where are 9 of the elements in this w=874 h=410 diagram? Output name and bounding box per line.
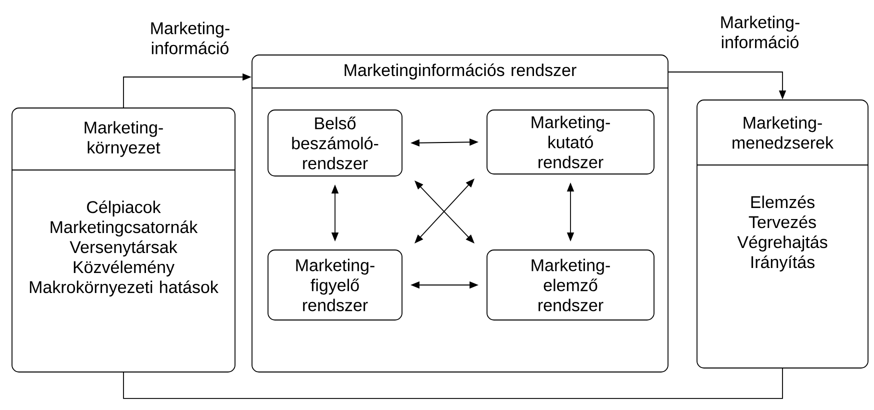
- edge-label: Marketing- információ: [151, 22, 230, 54]
- system-box: Marketing- menedzserek Elemzés Tervezés Végrehajtás Irányítás: [696, 100, 868, 368]
- edge-label: Marketing- információ: [721, 16, 800, 48]
- subsystem-box: Marketing- kutató rendszer: [486, 110, 654, 174]
- subsystem-box: Marketing- elemző rendszer: [486, 250, 654, 320]
- system-box: Marketing- környezet Célpiacok Marketingcsatornák Versenytársak Közvélemény Makrokörnyezeti hatások: [12, 108, 236, 372]
- subsystem-box: Belső beszámoló- rendszer: [268, 110, 402, 176]
- subsystem-box: Marketing- figyelő rendszer: [268, 250, 402, 320]
- connector-line: [123, 368, 783, 399]
